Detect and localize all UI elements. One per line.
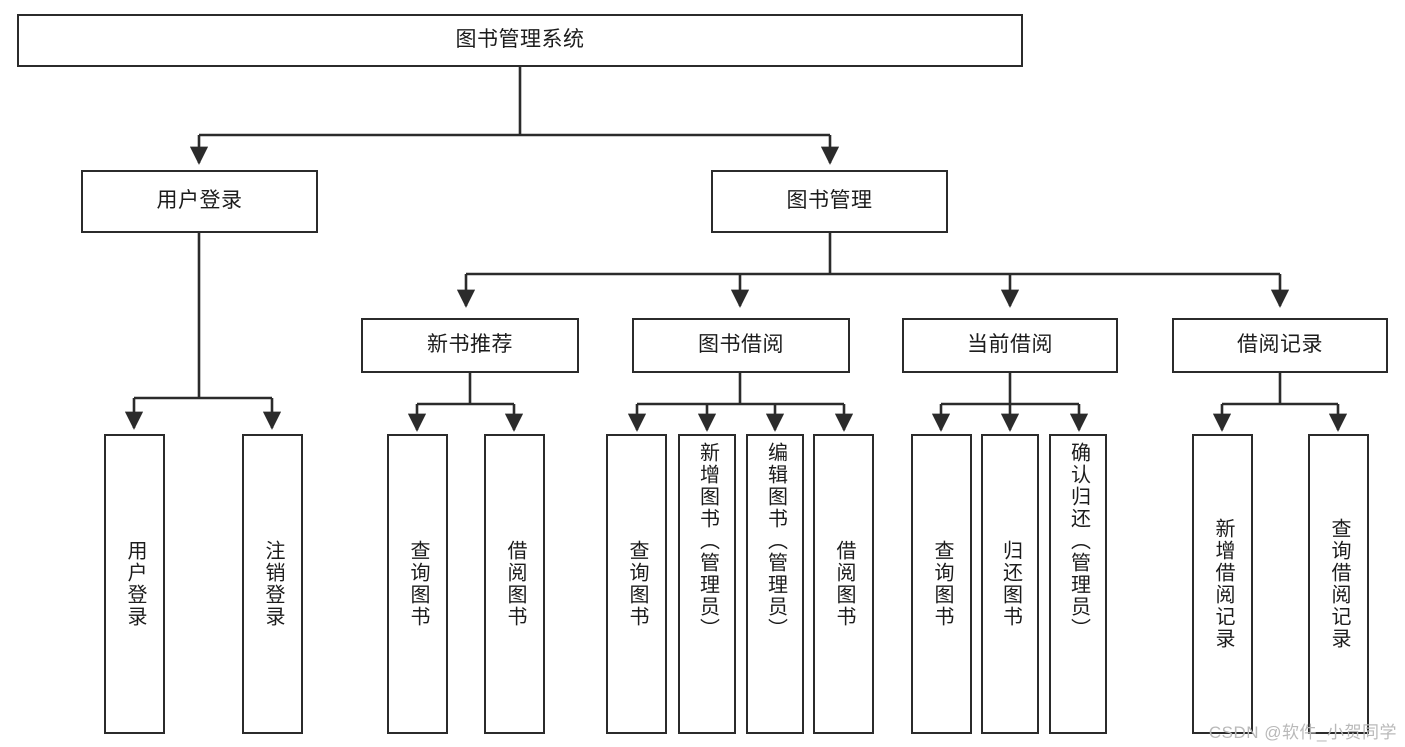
node-leaf-borrow-book-recommend[interactable]: 借阅图书 bbox=[484, 434, 545, 734]
node-leaf-query-book-borrow[interactable]: 查询图书 bbox=[606, 434, 667, 734]
node-label: 图书管理系统 bbox=[455, 28, 585, 52]
node-label: 用户登录 bbox=[124, 540, 146, 628]
node-leaf-borrow-book[interactable]: 借阅图书 bbox=[813, 434, 874, 734]
node-label: 归还图书 bbox=[999, 540, 1022, 628]
node-user-login[interactable]: 用户登录 bbox=[81, 170, 318, 233]
node-label: 注销登录 bbox=[262, 540, 284, 628]
node-label: 确认归还（管理员） bbox=[1067, 442, 1090, 640]
csdn-watermark: CSDN @软件_小贺同学 bbox=[1208, 723, 1397, 742]
node-leaf-user-logout[interactable]: 注销登录 bbox=[242, 434, 303, 734]
node-label: 查询借阅记录 bbox=[1328, 518, 1350, 650]
node-leaf-return-book[interactable]: 归还图书 bbox=[981, 434, 1039, 734]
node-label: 查询图书 bbox=[407, 540, 429, 628]
node-book-management[interactable]: 图书管理 bbox=[711, 170, 948, 233]
node-label: 新书推荐 bbox=[427, 333, 513, 357]
node-label: 图书管理 bbox=[786, 189, 873, 213]
node-leaf-query-book-current[interactable]: 查询图书 bbox=[911, 434, 972, 734]
node-borrow-record[interactable]: 借阅记录 bbox=[1172, 318, 1388, 373]
node-label: 新增图书（管理员） bbox=[696, 442, 719, 640]
node-leaf-query-book-recommend[interactable]: 查询图书 bbox=[387, 434, 448, 734]
node-label: 借阅图书 bbox=[833, 540, 855, 628]
node-label: 图书借阅 bbox=[698, 333, 784, 357]
node-label: 查询图书 bbox=[626, 540, 648, 628]
node-label: 新增借阅记录 bbox=[1212, 518, 1234, 650]
node-leaf-add-borrow-record[interactable]: 新增借阅记录 bbox=[1192, 434, 1253, 734]
node-leaf-edit-book-admin[interactable]: 编辑图书（管理员） bbox=[746, 434, 804, 734]
node-label: 用户登录 bbox=[156, 189, 243, 213]
node-root-book-management-system[interactable]: 图书管理系统 bbox=[17, 14, 1023, 67]
node-current-borrow[interactable]: 当前借阅 bbox=[902, 318, 1118, 373]
node-new-book-recommend[interactable]: 新书推荐 bbox=[361, 318, 579, 373]
node-leaf-query-borrow-record[interactable]: 查询借阅记录 bbox=[1308, 434, 1369, 734]
node-label: 当前借阅 bbox=[967, 333, 1053, 357]
node-label: 借阅图书 bbox=[504, 540, 526, 628]
node-label: 借阅记录 bbox=[1237, 333, 1323, 357]
node-leaf-confirm-return-admin[interactable]: 确认归还（管理员） bbox=[1049, 434, 1107, 734]
node-leaf-user-login[interactable]: 用户登录 bbox=[104, 434, 165, 734]
node-label: 查询图书 bbox=[931, 540, 953, 628]
node-label: 编辑图书（管理员） bbox=[764, 442, 787, 640]
node-leaf-add-book-admin[interactable]: 新增图书（管理员） bbox=[678, 434, 736, 734]
node-book-borrow[interactable]: 图书借阅 bbox=[632, 318, 850, 373]
